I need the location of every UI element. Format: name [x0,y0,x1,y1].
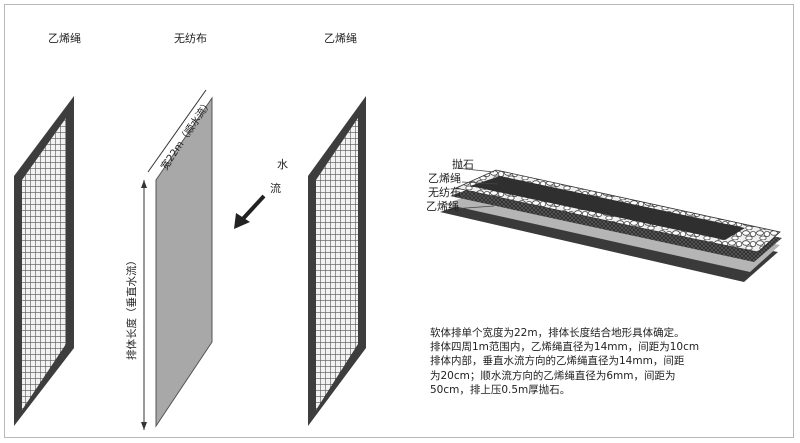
middle-panel-title: 无纺布 [174,32,207,45]
right-rope-mesh-panel [308,96,366,426]
layered-mattress [440,167,782,282]
fabric-length-label: 排体长度（垂直水流） [126,255,138,360]
label-stone: 抛石 [452,158,474,171]
left-panel-title: 乙烯绳 [48,32,81,45]
fabric-panel [141,89,213,430]
right-panel-title: 乙烯绳 [324,32,357,45]
description-line: 50cm，排上压0.5m厚抛石。 [430,383,571,396]
label-rope-top: 乙烯绳 [428,172,461,185]
left-rope-mesh-panel [14,96,74,426]
flow-label-flow: 流 [270,182,281,195]
description-line: 排体内部，垂直水流方向的乙烯绳直径为14mm，间距 [430,355,685,368]
description-line: 排体四周1m范围内，乙烯绳直径为14mm，间距为10cm [430,341,700,354]
flow-label-water: 水 [277,158,288,171]
label-fabric: 无纺布 [428,186,461,199]
label-rope-bottom: 乙烯绳 [426,200,459,213]
flow-arrow [234,194,266,229]
description-line: 为20cm；顺水流方向的乙烯绳直径为6mm，间距为 [430,369,676,382]
description-block: 软体排单个宽度为22m，排体长度结合地形具体确定。 排体四周1m范围内，乙烯绳直… [430,326,730,397]
description-line: 软体排单个宽度为22m，排体长度结合地形具体确定。 [430,327,685,339]
width-dimension-line [147,89,207,173]
